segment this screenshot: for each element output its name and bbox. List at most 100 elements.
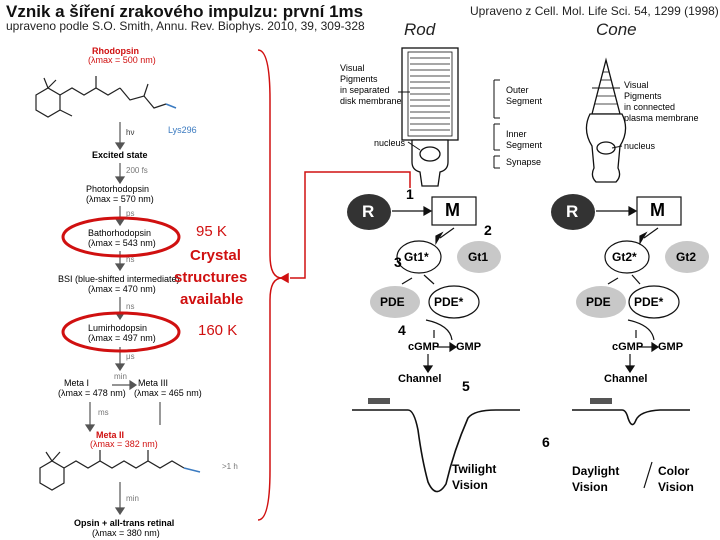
rod-nucleus-label: nucleus (374, 138, 406, 148)
opsin-label: Opsin + all-trans retinal (74, 518, 175, 528)
time-ps: ps (126, 209, 135, 218)
bsi-label: BSI (blue-shifted intermediate) (58, 274, 180, 284)
cone-cell-drawing (585, 57, 627, 183)
step-3: 3 (394, 254, 402, 270)
page-title: Vznik a šíření zrakového impulzu: první … (6, 2, 364, 21)
cone-nucleus-label: nucleus (624, 141, 656, 151)
rod-channel: Channel (398, 373, 442, 385)
pointer-arrow (279, 171, 411, 284)
twilight-2: Vision (452, 478, 488, 492)
rod-pde: PDE (380, 295, 405, 309)
meta2-lmax: (λmax = 382 nm) (90, 439, 158, 449)
cone-transducin: Gt2 (676, 250, 697, 264)
time-ns-1: ns (126, 255, 135, 264)
cone-receptor-R: R (566, 202, 579, 221)
cone-title: Cone (596, 20, 637, 39)
crystal-line-1: Crystal (190, 247, 241, 264)
rod-cascade (347, 194, 520, 493)
cone-metarhodopsin-M: M (650, 200, 665, 220)
outer-segment-2: Segment (506, 96, 543, 106)
excited-state-label: Excited state (92, 150, 148, 160)
rod-pde-active: PDE* (434, 295, 464, 309)
rod-pigments-2: Pigments (340, 74, 378, 84)
rod-pigments-3: in separated (340, 85, 390, 95)
rod-transducin-active: Gt1* (404, 250, 429, 264)
cone-pde: PDE (586, 295, 611, 309)
cone-cascade (551, 194, 709, 426)
photorhodopsin-lmax: (λmax = 570 nm) (86, 194, 154, 204)
time-min-1: min (114, 372, 127, 381)
photorhodopsin-label: Photorhodopsin (86, 184, 150, 194)
time-200fs: 200 fs (126, 166, 148, 175)
retinal-molecule-bottom (39, 450, 185, 491)
page-subtitle: upraveno podle S.O. Smith, Annu. Rev. Bi… (6, 19, 365, 33)
rod-title: Rod (404, 20, 436, 39)
bathorhodopsin-label: Bathorhodopsin (88, 228, 152, 238)
meta2-label: Meta II (96, 430, 125, 440)
batho-highlight-ellipse (61, 216, 181, 258)
hv-label: hν (126, 128, 135, 137)
step-4: 4 (398, 322, 406, 338)
opsin-lmax: (λmax = 380 nm) (92, 528, 160, 538)
bracket-brace (257, 49, 283, 521)
cone-pde-active: PDE* (634, 295, 664, 309)
cone-cgmp: cGMP (612, 341, 644, 353)
cone-response-curve (572, 409, 690, 426)
retinal-molecule-top (35, 76, 167, 118)
crystal-line-3: available (180, 291, 244, 308)
temp-160k: 160 K (198, 322, 238, 339)
cone-pigments-2: Pigments (624, 91, 662, 101)
time-1h: >1 h (222, 462, 238, 471)
vision-separator (643, 461, 653, 489)
rod-cell-drawing (401, 47, 459, 187)
rod-pigments-1: Visual (340, 63, 365, 73)
cone-pigments-1: Visual (624, 80, 649, 90)
meta1-label: Meta I (64, 378, 90, 388)
synapse-label: Synapse (506, 157, 542, 167)
rod-metarhodopsin-M: M (445, 200, 460, 220)
cone-pigments-3: in connected (624, 102, 676, 112)
cone-gmp: GMP (658, 341, 684, 353)
cone-channel: Channel (604, 373, 648, 385)
lumirhodopsin-lmax: (λmax = 497 nm) (88, 333, 156, 343)
color-2: Vision (658, 480, 694, 494)
twilight-1: Twilight (452, 462, 497, 476)
temp-95k: 95 K (196, 223, 227, 240)
cone-pigments-4: plasma membrane (624, 113, 699, 123)
time-us: μs (126, 352, 135, 361)
schiff-base-bond (165, 103, 177, 109)
meta3-label: Meta III (138, 378, 169, 388)
rod-transducin: Gt1 (468, 250, 489, 264)
step-5: 5 (462, 378, 470, 394)
step-6: 6 (542, 434, 550, 450)
daylight-1: Daylight (572, 464, 620, 478)
daylight-2: Vision (572, 480, 608, 494)
time-ms: ms (98, 408, 109, 417)
retinal-bottom-bond (183, 467, 201, 473)
inner-segment-2: Segment (506, 140, 543, 150)
bathorhodopsin-lmax: (λmax = 543 nm) (88, 238, 156, 248)
photocycle-arrows (84, 122, 161, 516)
crystal-line-2: structures (174, 269, 248, 286)
time-ns-2: ns (126, 302, 135, 311)
time-min-2: min (126, 494, 139, 503)
rhodopsin-label: Rhodopsin (92, 46, 139, 56)
outer-segment-1: Outer (506, 85, 529, 95)
rod-gmp: GMP (456, 341, 482, 353)
inner-segment-1: Inner (506, 129, 527, 139)
step-2: 2 (484, 222, 492, 238)
rhodopsin-lmax: (λmax = 500 nm) (88, 55, 156, 65)
rod-response-curve (352, 409, 520, 493)
lumirhodopsin-label: Lumirhodopsin (88, 323, 148, 333)
bsi-lmax: (λmax = 470 nm) (88, 284, 156, 294)
lys-label: Lys296 (168, 125, 197, 135)
rod-receptor-R: R (362, 202, 375, 221)
meta3-lmax: (λmax = 465 nm) (134, 388, 202, 398)
rod-cgmp: cGMP (408, 341, 440, 353)
color-1: Color (658, 464, 690, 478)
lumi-highlight-ellipse (61, 311, 181, 353)
meta1-lmax: (λmax = 478 nm) (58, 388, 126, 398)
rod-pigments-4: disk membrane (340, 96, 402, 106)
segment-brackets (398, 79, 623, 169)
